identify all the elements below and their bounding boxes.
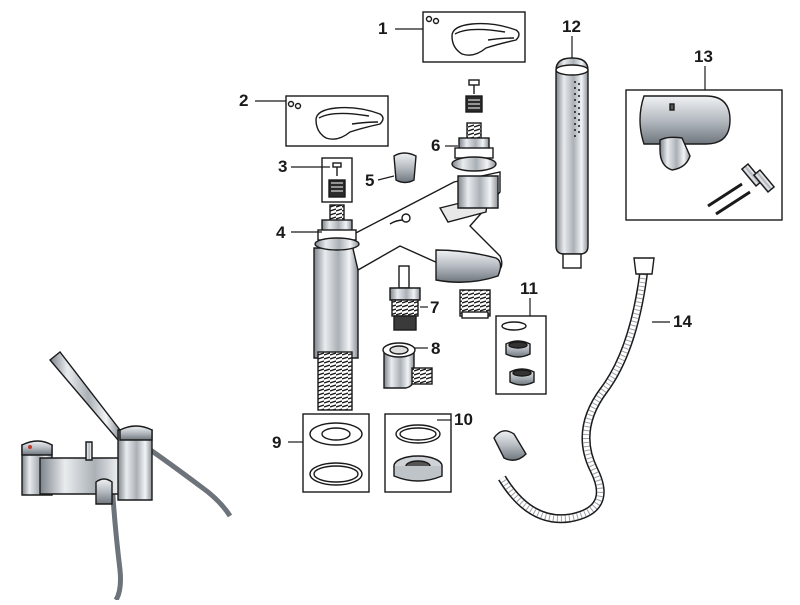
part-label-7: 7 <box>430 298 440 317</box>
hose-outlet-elbow-part <box>382 342 433 389</box>
aerator-set-part <box>495 315 547 395</box>
part-label-10: 10 <box>454 410 473 429</box>
hot-screw-part <box>465 79 483 113</box>
base-washer-set-left-part <box>302 413 370 493</box>
indicator-cap-part <box>393 152 417 184</box>
part-label-8: 8 <box>431 339 441 358</box>
cold-handle-part <box>285 95 389 147</box>
mixer-body <box>313 171 503 411</box>
cold-cartridge-part <box>314 204 360 251</box>
product-photo <box>21 351 233 602</box>
part-label-12: 12 <box>562 17 581 36</box>
diverter-cartridge-part <box>389 265 421 331</box>
part-label-5: 5 <box>365 171 375 190</box>
part-label-11: 11 <box>520 279 538 298</box>
part-label-4: 4 <box>276 223 286 242</box>
hand-shower-part <box>555 57 589 269</box>
base-washer-set-right-part <box>384 413 452 493</box>
part-label-14: 14 <box>673 312 692 331</box>
hot-handle-part <box>422 11 526 63</box>
wall-bracket-kit-part <box>625 89 783 221</box>
leader-lines <box>255 28 706 443</box>
shower-hose-part <box>493 257 655 524</box>
part-label-1: 1 <box>378 19 388 38</box>
part-label-9: 9 <box>272 433 282 452</box>
hot-cartridge-part <box>451 122 497 172</box>
handle-screw-adaptor-part <box>321 157 353 203</box>
part-label-3: 3 <box>278 157 288 176</box>
part-label-13: 13 <box>694 47 713 66</box>
part-label-6: 6 <box>431 136 441 155</box>
part-label-2: 2 <box>239 91 249 110</box>
